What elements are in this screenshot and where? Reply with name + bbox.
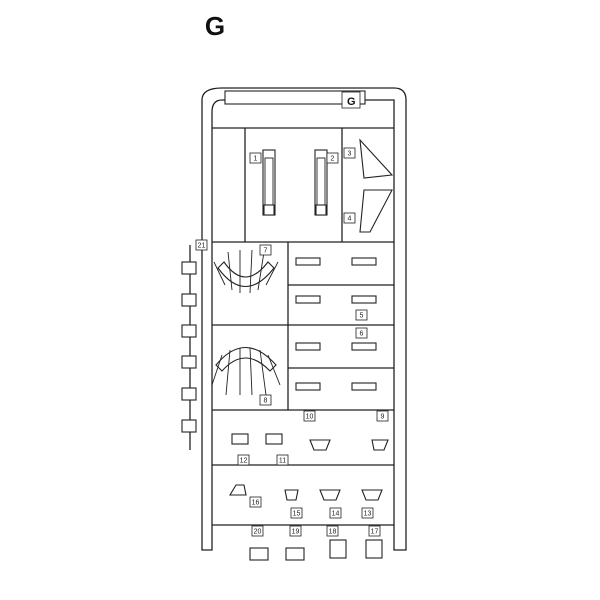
part-number-box-13 (361, 507, 374, 519)
part-21-tabs (181, 245, 197, 450)
part-number-14: 14 (332, 511, 340, 518)
part-number-13: 13 (364, 511, 372, 518)
part-number-8: 8 (264, 398, 268, 405)
part-number-9: 9 (381, 414, 385, 421)
parts-13-16-brackets (229, 484, 383, 501)
part-2 (314, 149, 328, 216)
outer-runner-frame (201, 87, 407, 551)
part-number-box-10 (303, 410, 316, 422)
part-number-box-2 (326, 152, 339, 164)
part-number-box-21 (195, 239, 208, 251)
parts-5-6-barrels (295, 257, 377, 391)
parts-17-20-bottom (249, 539, 383, 561)
part-number-box-3 (343, 147, 356, 159)
part-number-box-11 (276, 454, 289, 466)
part-1 (262, 149, 276, 216)
part-number-7: 7 (264, 248, 268, 255)
part-number-17: 17 (371, 529, 379, 536)
part-number-5: 5 (360, 313, 364, 320)
part-number-box-4 (343, 212, 356, 224)
part-number-18: 18 (329, 529, 337, 536)
sprue-name-plate (224, 90, 366, 105)
part-number-box-5 (355, 309, 368, 321)
part-number-6: 6 (360, 331, 364, 338)
part-number-3: 3 (348, 151, 352, 158)
sprue-tag-letter: G (347, 96, 356, 108)
parts-9-12-mounts (231, 433, 389, 451)
part-number-1: 1 (254, 156, 258, 163)
part-number-12: 12 (240, 458, 248, 465)
part-7 (213, 249, 279, 294)
part-number-box-6 (355, 327, 368, 339)
part-number-16: 16 (252, 500, 260, 507)
part-number-box-12 (237, 454, 250, 466)
part-number-box-1 (249, 152, 262, 164)
part-number-box-18 (326, 525, 339, 537)
part-number-box-14 (329, 507, 342, 519)
part-4 (359, 189, 393, 233)
part-number-box-17 (368, 525, 381, 537)
part-number-2: 2 (331, 156, 335, 163)
part-number-box-9 (376, 410, 389, 422)
part-number-box-16 (249, 496, 262, 508)
part-number-box-19 (289, 525, 302, 537)
part-number-19: 19 (292, 529, 300, 536)
part-number-21: 21 (198, 243, 206, 250)
part-number-15: 15 (293, 511, 301, 518)
part-number-box-20 (251, 525, 264, 537)
part-number-box-8 (259, 394, 272, 406)
sprue-title: G (204, 11, 226, 41)
part-number-box-7 (259, 244, 272, 256)
part-number-4: 4 (348, 216, 352, 223)
part-number-11: 11 (279, 458, 286, 465)
sprue-tag-box (341, 91, 361, 109)
part-number-10: 10 (306, 414, 314, 421)
part-8 (211, 346, 281, 396)
part-number-box-15 (290, 507, 303, 519)
part-number-20: 20 (254, 529, 262, 536)
part-3 (359, 138, 394, 179)
